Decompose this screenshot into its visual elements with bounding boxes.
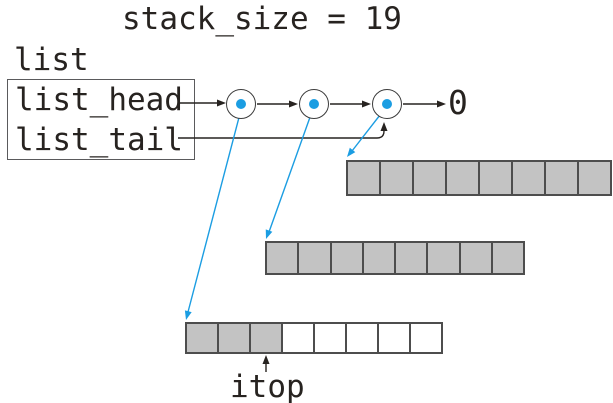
- array-cell-filled: [459, 242, 492, 274]
- array-cell-empty: [346, 323, 378, 353]
- array-cell-empty: [378, 323, 410, 353]
- array-cell-filled: [545, 161, 578, 195]
- array-cell-filled: [578, 161, 611, 195]
- array-cell-filled: [218, 323, 250, 353]
- list-label: list: [14, 42, 89, 78]
- tail-pointer-arrow: [178, 122, 388, 139]
- stack-block-middle: [265, 241, 525, 275]
- node-pointer-dot: [236, 99, 246, 109]
- list-record-box: list_head list_tail: [7, 79, 195, 160]
- array-cell-filled: [479, 161, 512, 195]
- array-cell-filled: [427, 242, 460, 274]
- array-cell-filled: [347, 161, 380, 195]
- stack-block-bottom: [185, 322, 443, 354]
- array-cell-filled: [395, 242, 428, 274]
- array-cell-filled: [330, 242, 363, 274]
- array-cell-filled: [266, 242, 299, 274]
- array-cell-filled: [491, 242, 524, 274]
- array-cell-filled: [413, 161, 446, 195]
- node-pointer-dot: [309, 99, 319, 109]
- field-list-head: list_head: [15, 82, 183, 118]
- node3-null-arrow: [403, 100, 446, 108]
- list-node-2: [299, 89, 329, 119]
- array-cell-filled: [362, 242, 395, 274]
- array-cell-filled: [186, 323, 218, 353]
- stack-size-label: stack_size = 19: [122, 1, 402, 37]
- array-cell-filled: [512, 161, 545, 195]
- node2-array-arrow: [265, 105, 315, 239]
- array-cell-filled: [380, 161, 413, 195]
- node2-next-arrow: [330, 100, 371, 108]
- array-cell-filled: [298, 242, 331, 274]
- null-terminator: 0: [448, 83, 468, 122]
- stack-block-top: [346, 160, 612, 196]
- array-cell-filled: [446, 161, 479, 195]
- array-cell-empty: [410, 323, 442, 353]
- array-cell-empty: [282, 323, 314, 353]
- array-cell-filled: [250, 323, 282, 353]
- array-cell-empty: [314, 323, 346, 353]
- list-node-3: [372, 89, 402, 119]
- field-list-tail: list_tail: [15, 122, 183, 158]
- list-node-1: [226, 89, 256, 119]
- node1-next-arrow: [257, 100, 298, 108]
- itop-label: itop: [230, 369, 305, 403]
- node-pointer-dot: [382, 99, 392, 109]
